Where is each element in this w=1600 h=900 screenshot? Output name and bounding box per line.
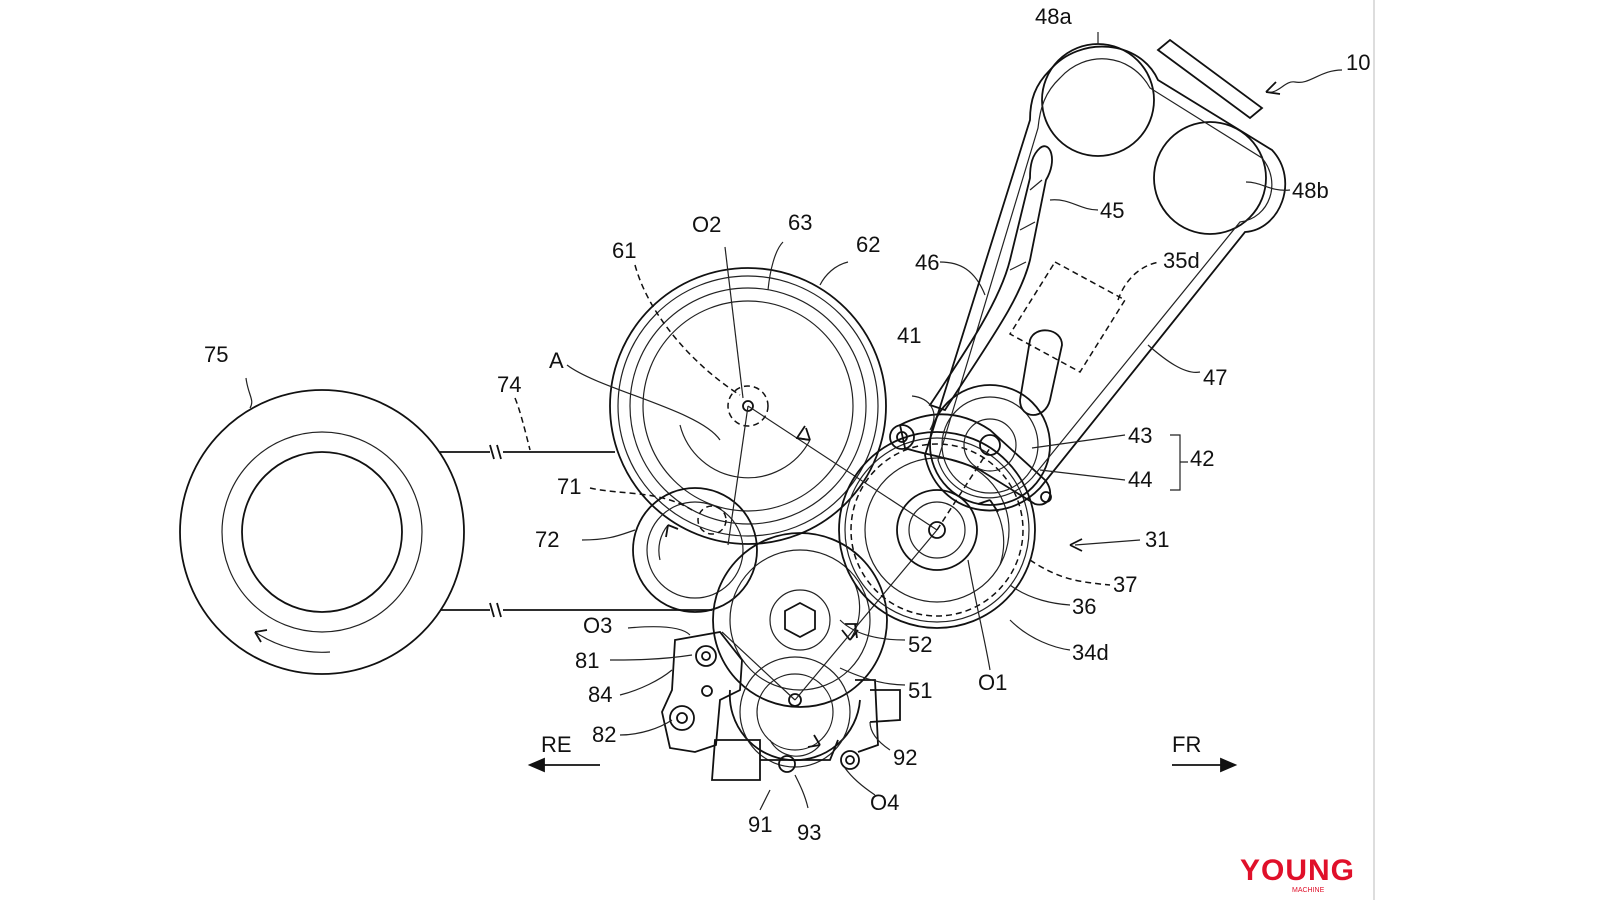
label-37: 37 bbox=[1113, 572, 1137, 597]
label-92: 92 bbox=[893, 745, 917, 770]
label-RE: RE bbox=[541, 732, 572, 757]
label-61: 61 bbox=[612, 238, 636, 263]
label-O2: O2 bbox=[692, 212, 721, 237]
sprocket-31 bbox=[838, 431, 1036, 629]
label-36: 36 bbox=[1072, 594, 1096, 619]
label-75: 75 bbox=[204, 342, 228, 367]
logo-text: YOUNG bbox=[1240, 854, 1355, 887]
label-91: 91 bbox=[748, 812, 772, 837]
label-O4: O4 bbox=[870, 790, 899, 815]
reference-labels: 10 48a 48b 45 35d 46 47 41 43 44 42 31 3… bbox=[204, 4, 1370, 845]
pulley-52 bbox=[712, 532, 888, 708]
label-42: 42 bbox=[1190, 446, 1214, 471]
label-41: 41 bbox=[897, 323, 921, 348]
label-72: 72 bbox=[535, 527, 559, 552]
label-46: 46 bbox=[915, 250, 939, 275]
label-43: 43 bbox=[1128, 423, 1152, 448]
label-93: 93 bbox=[797, 820, 821, 845]
label-48a: 48a bbox=[1035, 4, 1072, 29]
label-34d: 34d bbox=[1072, 640, 1109, 665]
label-63: 63 bbox=[788, 210, 812, 235]
pulley-62 bbox=[609, 267, 887, 545]
label-A: A bbox=[549, 348, 564, 373]
pulley-72 bbox=[632, 487, 758, 613]
rear-wheel-75 bbox=[179, 389, 465, 675]
slot-35d bbox=[1008, 261, 1127, 416]
young-machine-logo: YOUNG MACHINE bbox=[1240, 854, 1355, 894]
label-O1: O1 bbox=[978, 670, 1007, 695]
label-44: 44 bbox=[1128, 467, 1152, 492]
label-48b: 48b bbox=[1292, 178, 1329, 203]
label-51: 51 bbox=[908, 678, 932, 703]
label-10: 10 bbox=[1346, 50, 1370, 75]
leader-lines bbox=[245, 32, 1343, 811]
label-71: 71 bbox=[557, 474, 581, 499]
label-35d: 35d bbox=[1163, 248, 1200, 273]
tensioner-arm-42 bbox=[889, 384, 1052, 506]
label-82: 82 bbox=[592, 722, 616, 747]
chain-47 bbox=[924, 38, 1287, 512]
label-81: 81 bbox=[575, 648, 599, 673]
label-52: 52 bbox=[908, 632, 932, 657]
label-62: 62 bbox=[856, 232, 880, 257]
label-FR: FR bbox=[1172, 732, 1201, 757]
label-45: 45 bbox=[1100, 198, 1124, 223]
label-31: 31 bbox=[1145, 527, 1169, 552]
label-84: 84 bbox=[588, 682, 612, 707]
bracket-assembly bbox=[661, 631, 901, 781]
direction-arrows bbox=[527, 757, 1238, 773]
chain-guide-46 bbox=[928, 145, 1053, 412]
axis-lines bbox=[721, 405, 991, 701]
label-47: 47 bbox=[1203, 365, 1227, 390]
label-O3: O3 bbox=[583, 613, 612, 638]
logo-subtext: MACHINE bbox=[1292, 887, 1325, 894]
label-74: 74 bbox=[497, 372, 521, 397]
